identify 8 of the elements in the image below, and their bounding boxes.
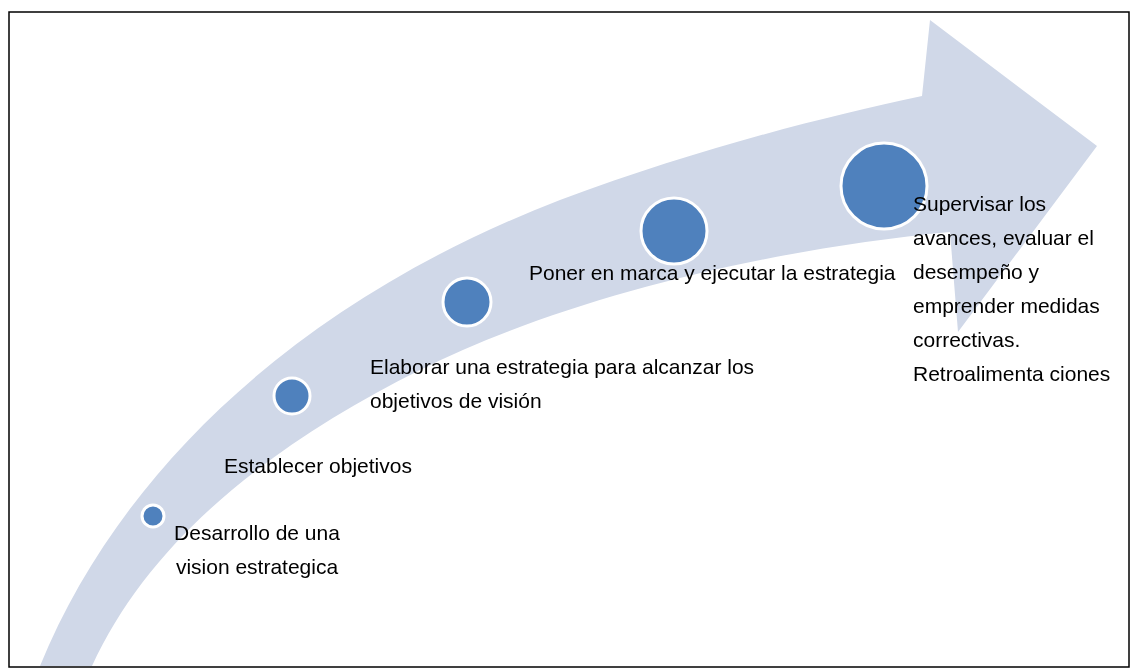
step-circle [142,505,164,527]
step-circle [443,278,491,326]
step-label: Elaborar una estrategia para alcanzar los objetivos de visión [370,354,756,414]
step-label: Desarrollo de una vision estrategica [173,520,341,580]
step-label: Poner en marca y ejecutar la estrategia [529,260,897,286]
step-circle [274,378,310,414]
step-label: Establecer objetivos [224,453,413,479]
step-circle [641,198,707,264]
